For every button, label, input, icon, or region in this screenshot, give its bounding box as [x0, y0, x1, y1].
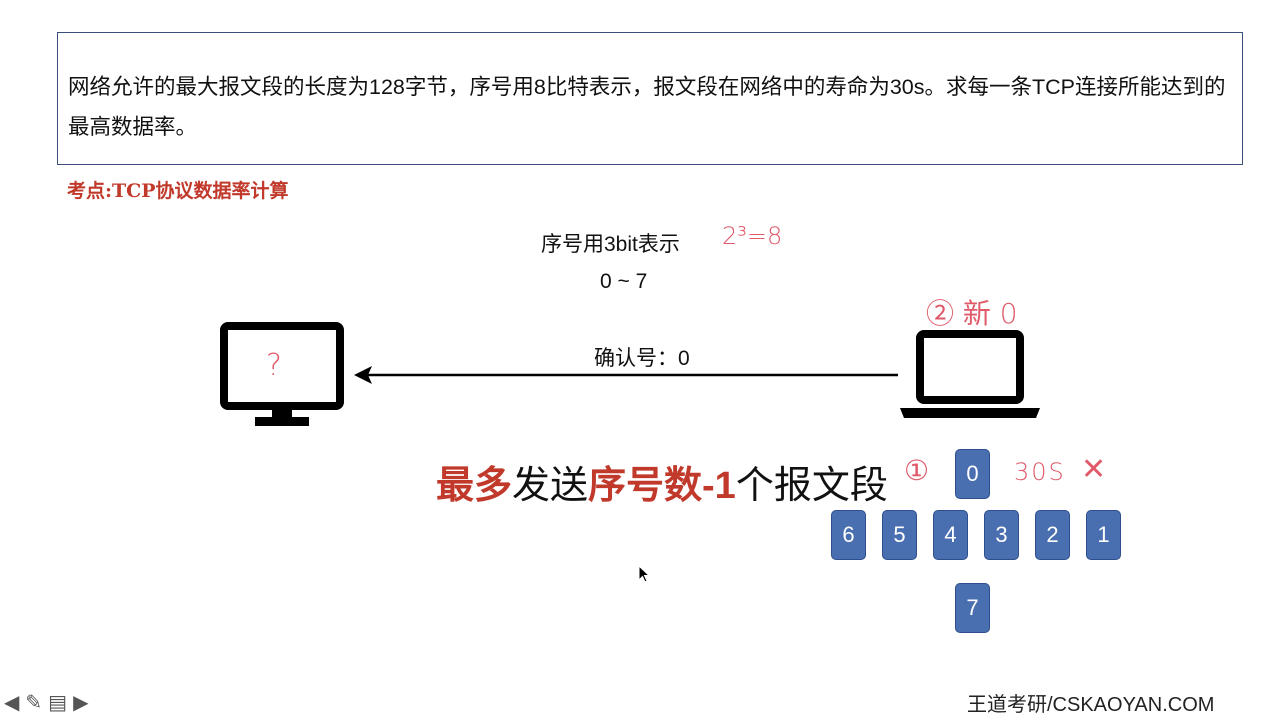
- seq-box-0: 0: [955, 449, 990, 499]
- headline-part3: 序号数-1: [588, 465, 736, 507]
- question-box: 网络允许的最大报文段的长度为128字节，序号用8比特表示，报文段在网络中的寿命为…: [57, 32, 1243, 165]
- seq-box-5: 5: [882, 510, 917, 560]
- seq-box-3: 3: [984, 510, 1019, 560]
- mouse-cursor-icon: [638, 565, 651, 583]
- slides-icon[interactable]: ▤: [48, 692, 68, 714]
- ack-label: 确认号：0: [594, 347, 690, 370]
- seq-range: 0 ~ 7: [600, 270, 648, 293]
- headline: 最多发送序号数-1个报文段: [436, 454, 888, 509]
- seq-bits-label: 序号用3bit表示: [541, 233, 680, 256]
- headline-part1: 最多: [436, 465, 513, 507]
- handwritten-30s: 30S: [1014, 458, 1066, 486]
- ack-arrow: [354, 366, 898, 384]
- handwritten-cross: ✕: [1081, 452, 1107, 487]
- handwritten-question-mark: ?: [266, 348, 282, 383]
- handwritten-power: 2³=8: [722, 222, 783, 250]
- seq-box-7: 7: [955, 583, 990, 633]
- laptop-icon: [900, 330, 1040, 418]
- seq-box-2: 2: [1035, 510, 1070, 560]
- headline-part4: 个报文段: [735, 465, 888, 507]
- question-text: 网络允许的最大报文段的长度为128字节，序号用8比特表示，报文段在网络中的寿命为…: [68, 75, 1226, 139]
- handwritten-new-zero: ② 新 0: [926, 297, 1018, 330]
- handwritten-step-one: ①: [904, 454, 930, 487]
- seq-box-1: 1: [1086, 510, 1121, 560]
- monitor-icon: [220, 322, 344, 426]
- brand-watermark: 王道考研/CSKAOYAN.COM: [967, 694, 1215, 716]
- headline-part2: 发送: [512, 465, 589, 507]
- arrow-right-icon[interactable]: ▶: [73, 692, 89, 714]
- arrow-left-icon[interactable]: ◀: [4, 692, 20, 714]
- pen-icon[interactable]: ✎: [25, 692, 43, 714]
- slide-nav: ◀ ✎ ▤ ▶: [4, 692, 88, 714]
- seq-box-6: 6: [831, 510, 866, 560]
- seq-box-4: 4: [933, 510, 968, 560]
- topic-label: 考点:TCP协议数据率计算: [67, 180, 289, 202]
